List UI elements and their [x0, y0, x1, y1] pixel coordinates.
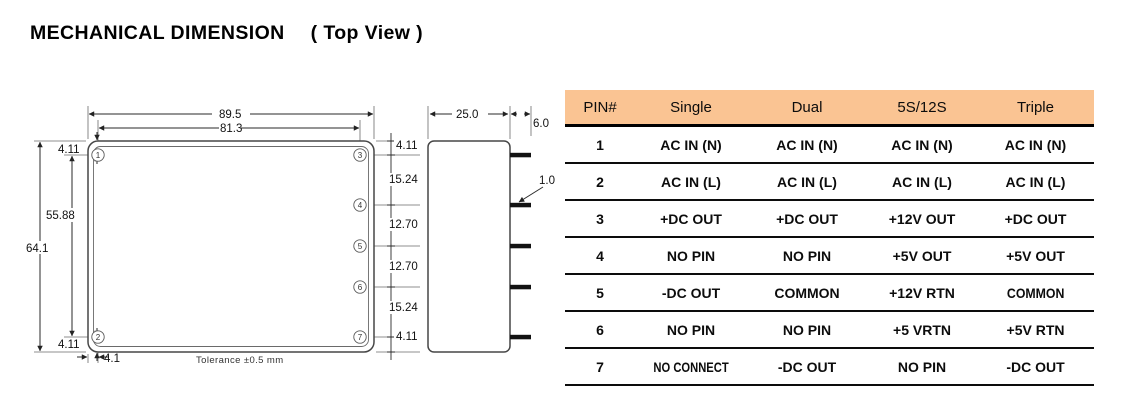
table-row-pin1: 1 AC IN (N) AC IN (N) AC IN (N) AC IN (N… — [565, 127, 1094, 164]
dim-outer-width: 89.5 — [219, 109, 241, 121]
cell-single: AC IN (N) — [660, 136, 722, 153]
cell-single: NO PIN — [666, 321, 716, 338]
pin-number-2: 2 — [96, 333, 101, 342]
cell-pin: 7 — [596, 358, 604, 375]
cell-5s12s: AC IN (N) — [891, 136, 953, 153]
side-view-outline — [427, 140, 511, 353]
cell-dual: AC IN (N) — [776, 136, 838, 153]
cell-5s12s: AC IN (L) — [892, 173, 952, 190]
table-row-pin2: 2 AC IN (L) AC IN (L) AC IN (L) AC IN (L… — [565, 164, 1094, 201]
cell-5s12s: +12V OUT — [888, 210, 956, 227]
pin-marker-2 — [91, 330, 105, 344]
cell-5s12s: NO PIN — [897, 358, 947, 375]
cell-pin: 1 — [596, 136, 604, 153]
cell-pin: 2 — [596, 173, 604, 190]
cell-5s12s: +12V RTN — [889, 284, 955, 301]
cell-triple: AC IN (L) — [1005, 173, 1066, 190]
pin-number-7: 7 — [358, 333, 363, 342]
dim-depth: 25.0 — [456, 109, 478, 121]
dim-top-offset-right: 4.11 — [396, 140, 418, 152]
pin-marker-3 — [353, 148, 367, 162]
pin-number-6: 6 — [358, 283, 363, 292]
cell-pin: 4 — [596, 247, 604, 264]
top-view-outline — [87, 140, 375, 353]
pin-assignment-table: PIN# Single Dual 5S/12S Triple 1 AC IN (… — [565, 90, 1094, 386]
dim-bottom-offset-right: 4.11 — [396, 331, 418, 343]
dimension-label-backgrounds — [24, 139, 424, 343]
top-view-inner-outline — [93, 146, 369, 347]
cell-single: NO PIN — [666, 247, 716, 264]
dimension-labels: 89.5 81.3 64.1 55.88 4.11 4.11 4.1 4.11 … — [26, 109, 555, 366]
pin-marker-5 — [353, 239, 367, 253]
dim-top-offset-left: 4.11 — [58, 144, 80, 156]
cell-5s12s: +5V OUT — [892, 247, 952, 264]
dimension-lines — [37, 111, 544, 361]
cell-dual: COMMON — [774, 284, 840, 301]
dim-pin-length: 6.0 — [533, 118, 549, 130]
table-row-pin4: 4 NO PIN NO PIN +5V OUT +5V OUT — [565, 238, 1094, 275]
pin-number-1: 1 — [96, 151, 101, 160]
cell-triple: +5V RTN — [1006, 321, 1065, 338]
pin-number-3: 3 — [358, 151, 363, 160]
title-view-label: ( Top View ) — [310, 22, 424, 44]
cell-pin: 6 — [596, 321, 604, 338]
dim-pin-inset-bottom: 4.1 — [104, 353, 120, 365]
column-header-pin: PIN# — [583, 98, 617, 116]
cell-triple: AC IN (N) — [1004, 136, 1067, 153]
cell-single: +DC OUT — [660, 210, 722, 227]
pin-marker-1 — [91, 148, 105, 162]
cell-dual: AC IN (L) — [777, 173, 837, 190]
dim-bottom-offset-left: 4.11 — [58, 339, 80, 351]
cell-5s12s: +5 VRTN — [893, 321, 951, 338]
cell-triple: -DC OUT — [1006, 358, 1065, 375]
pin-marker-4 — [353, 198, 367, 212]
cell-pin: 5 — [596, 284, 604, 301]
dim-pin-span-width: 81.3 — [220, 123, 242, 135]
cell-triple: +5V OUT — [1006, 247, 1065, 264]
cell-triple: COMMON — [1006, 284, 1065, 301]
table-row-pin6: 6 NO PIN NO PIN +5 VRTN +5V RTN — [565, 312, 1094, 349]
side-view-pins — [510, 152, 531, 340]
cell-single: NO CONNECT — [653, 358, 729, 375]
dim-pin-thickness: 1.0 — [539, 175, 555, 187]
column-header-single: Single — [670, 98, 712, 116]
cell-dual: NO PIN — [782, 321, 832, 338]
cell-triple: +DC OUT — [1004, 210, 1067, 227]
pin-marker-6 — [353, 280, 367, 294]
title-text: MECHANICAL DIMENSION — [30, 22, 285, 44]
table-row-pin7: 7 NO CONNECT -DC OUT NO PIN -DC OUT — [565, 349, 1094, 386]
dim-pitch-5-6: 12.70 — [389, 261, 418, 273]
table-row-pin5: 5 -DC OUT COMMON +12V RTN COMMON — [565, 275, 1094, 312]
page-title: MECHANICAL DIMENSION ( Top View ) — [30, 22, 423, 45]
cell-dual: +DC OUT — [776, 210, 838, 227]
pin-number-5: 5 — [358, 242, 363, 251]
cell-dual: -DC OUT — [777, 358, 837, 375]
column-header-triple: Triple — [1017, 98, 1054, 116]
tolerance-note: Tolerance ±0.5 mm — [196, 355, 284, 366]
dim-pitch-3-4: 15.24 — [389, 174, 418, 186]
pin-number-4: 4 — [358, 201, 363, 210]
dim-pitch-6-7: 15.24 — [389, 302, 418, 314]
cell-dual: NO PIN — [782, 247, 832, 264]
cell-single: AC IN (L) — [661, 173, 721, 190]
cell-pin: 3 — [596, 210, 604, 227]
pin-marker-7 — [353, 330, 367, 344]
table-row-pin3: 3 +DC OUT +DC OUT +12V OUT +DC OUT — [565, 201, 1094, 238]
dim-pitch-4-5: 12.70 — [389, 219, 418, 231]
column-header-5s12s: 5S/12S — [897, 98, 947, 116]
pin-markers: 1 2 3 4 5 6 7 — [91, 148, 367, 344]
cell-single: -DC OUT — [661, 284, 721, 301]
column-header-dual: Dual — [791, 98, 823, 116]
dim-pin-span-height: 55.88 — [46, 210, 75, 222]
pin-table-header: PIN# Single Dual 5S/12S Triple — [565, 90, 1094, 127]
dim-outer-height: 64.1 — [26, 243, 48, 255]
